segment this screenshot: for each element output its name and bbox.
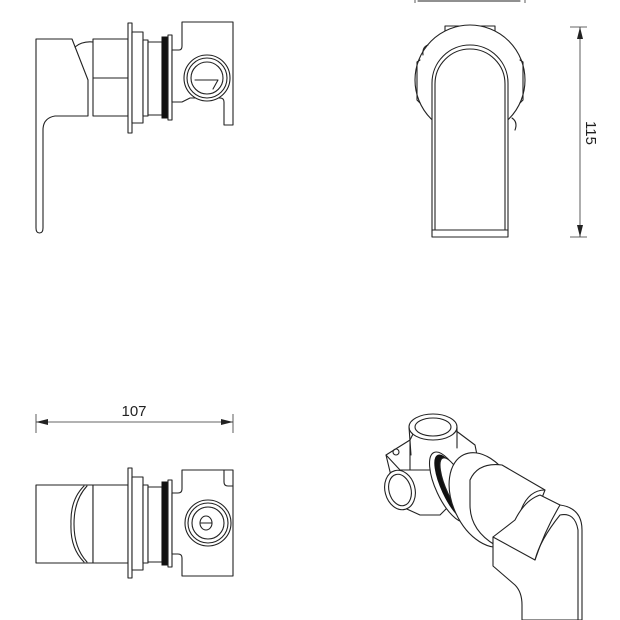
height-label: 115 <box>582 121 599 145</box>
lever-handle <box>35 38 89 234</box>
wall-flange <box>127 22 133 134</box>
seal-ring <box>161 36 169 119</box>
height-dimension: 115 <box>570 26 599 238</box>
side-view-lever <box>35 21 234 234</box>
front-view: 115 <box>414 0 599 238</box>
width-label: 107 <box>121 403 146 420</box>
iso-lever <box>492 494 583 620</box>
knob <box>35 484 94 564</box>
front-handle <box>431 44 509 238</box>
side-view-knob: 107 <box>35 403 234 579</box>
width-dimension: 107 <box>35 403 234 433</box>
isometric-view <box>384 413 583 620</box>
